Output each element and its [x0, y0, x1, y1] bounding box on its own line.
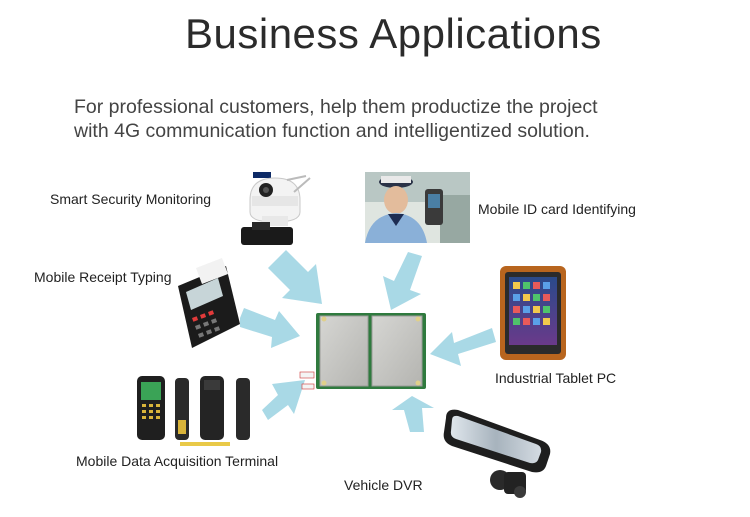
label-mobile-data-acquisition-terminal: Mobile Data Acquisition Terminal	[76, 453, 279, 469]
label-mobile-id-card-identifying: Mobile ID card Identifying	[478, 201, 636, 217]
arrow-from-tablet	[430, 328, 496, 366]
4g-module-board-icon	[299, 313, 426, 390]
police-officer-photo	[365, 172, 470, 243]
label-industrial-tablet-pc: Industrial Tablet PC	[495, 370, 617, 386]
page-subtitle: For professional customers, help them pr…	[74, 95, 724, 143]
subtitle-line-1: For professional customers, help them pr…	[74, 96, 598, 118]
arrow-from-data-terminal	[262, 380, 305, 420]
pos-terminal-icon	[178, 258, 240, 348]
label-smart-security-monitoring: Smart Security Monitoring	[50, 191, 212, 207]
page-title: Business Applications	[185, 10, 602, 57]
arrow-from-security	[268, 250, 322, 304]
rearview-mirror-dvr-icon	[443, 409, 551, 498]
handheld-terminals-icon	[137, 376, 250, 446]
arrow-from-id-card	[383, 252, 422, 310]
tablet-icon	[500, 266, 566, 360]
security-camera-icon	[241, 172, 311, 245]
label-mobile-receipt-typing: Mobile Receipt Typing	[34, 269, 172, 285]
subtitle-line-2: with 4G communication function and intel…	[74, 120, 590, 142]
arrow-from-receipt	[240, 308, 300, 348]
arrow-from-dvr	[392, 396, 434, 432]
label-vehicle-dvr: Vehicle DVR	[344, 477, 423, 493]
